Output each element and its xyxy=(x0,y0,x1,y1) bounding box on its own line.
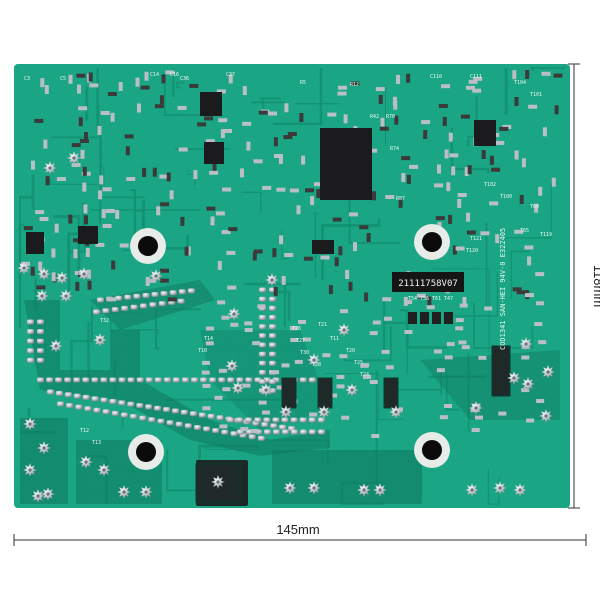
silk-label: R42 xyxy=(370,114,379,120)
silk-label: R87 xyxy=(396,196,405,202)
silk-label: T32 xyxy=(100,318,109,324)
silk-label: T119 xyxy=(540,232,552,238)
silk-label: T25 xyxy=(354,360,363,366)
silk-label: T27 xyxy=(296,338,305,344)
silk-label: T14 xyxy=(204,336,213,342)
silk-label: R70 xyxy=(386,114,395,120)
silk-label: T47 xyxy=(444,296,453,302)
silk-label: C5 xyxy=(60,76,66,82)
mounting-holes xyxy=(128,224,450,470)
silk-label: T13 xyxy=(92,440,101,446)
silk-label: T10 xyxy=(198,348,207,354)
silk-label: T100 xyxy=(500,194,512,200)
silk-label: T24 xyxy=(360,372,369,378)
silk-label: T104 xyxy=(514,80,526,86)
silk-label: T101 xyxy=(530,92,542,98)
silk-label: T102 xyxy=(484,182,496,188)
silk-label: C14 xyxy=(150,72,159,78)
silk-label: T65 xyxy=(520,228,529,234)
dimension-width: 145mm xyxy=(13,522,587,546)
silk-label: T61 xyxy=(432,296,441,302)
silk-label: T54 xyxy=(408,296,417,302)
silk-label: T21 xyxy=(318,322,327,328)
silk-label: T60 xyxy=(530,204,539,210)
dimension-height: 118mm xyxy=(568,63,600,509)
silk-label: T120 xyxy=(466,248,478,254)
silk-label: T28 xyxy=(312,362,321,368)
silk-label: T11 xyxy=(330,336,339,342)
silk-label: C3 xyxy=(24,76,30,82)
silk-label: R12 xyxy=(350,82,359,88)
silk-label: C111 xyxy=(470,74,482,80)
silk-label: R74 xyxy=(390,146,399,152)
silk-label: T30 xyxy=(300,350,309,356)
solder-strips xyxy=(27,287,325,441)
height-label: 118mm xyxy=(591,265,600,307)
silk-label: C16 xyxy=(170,72,179,78)
board-side-marking: COD1341 SAN-HEI 94V-0 E322405 xyxy=(499,228,507,350)
silk-label: C36 xyxy=(180,76,189,82)
silk-label: T121 xyxy=(470,236,482,242)
through-hole-pads xyxy=(17,151,555,503)
silk-label: T26 xyxy=(292,326,301,332)
silk-label: C37 xyxy=(226,72,235,78)
silk-label: T56 xyxy=(420,296,429,302)
ic-chips xyxy=(26,92,496,254)
width-label: 145mm xyxy=(276,522,319,537)
silk-label: T12 xyxy=(80,428,89,434)
silk-label: R5 xyxy=(300,80,306,86)
serial-sticker-text: 21111758V07 xyxy=(398,279,458,289)
silk-label: T20 xyxy=(346,348,355,354)
silk-label: C110 xyxy=(430,74,442,80)
serial-sticker xyxy=(392,272,464,292)
smd-components xyxy=(21,70,563,503)
